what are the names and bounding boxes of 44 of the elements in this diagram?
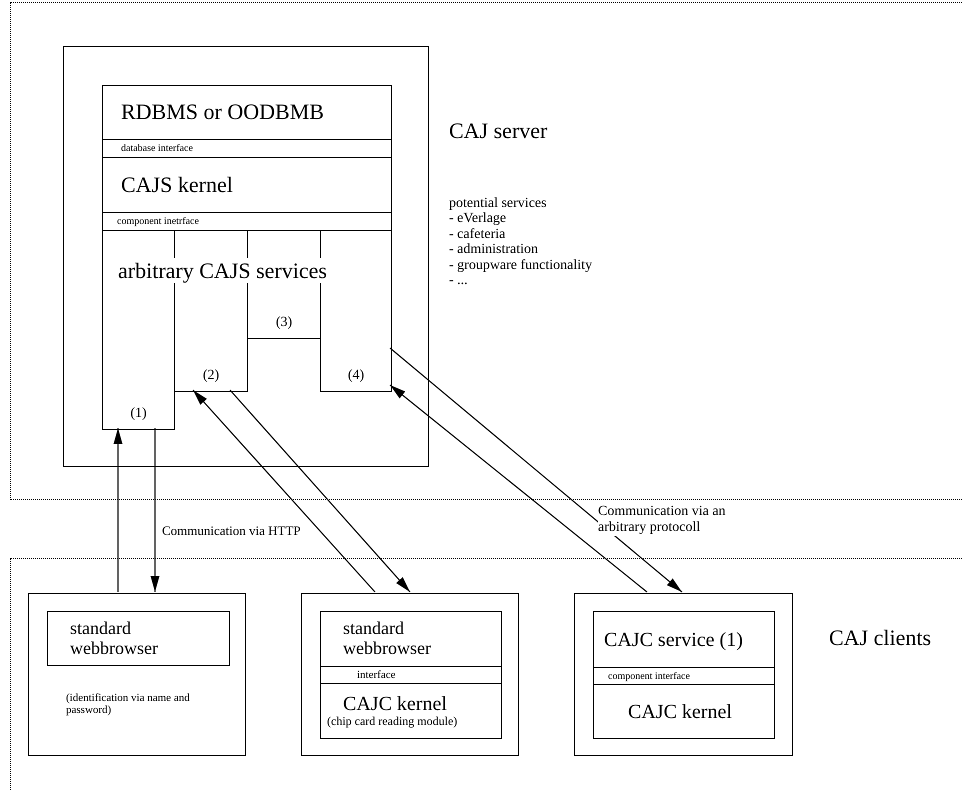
service-list: potential services - eVerlage - cafeteria - administration - groupware functionality - ... [449,196,669,288]
component-box [593,684,775,739]
zone-title: CAJ clients [829,626,932,650]
component-number: (2) [202,368,220,383]
component-box [102,139,392,158]
component-box [593,611,775,668]
box-label: CAJC service (1) [603,628,744,650]
arrow [390,384,648,592]
arrow [150,428,160,592]
box-label: RDBMS or OODBMB [120,100,325,125]
box-label: CAJC kernel [627,700,733,722]
box-label: interface [356,668,396,682]
component-box [301,593,519,756]
box-label: (chip card reading module) [326,715,458,729]
box-label: standard webbrowser [342,619,432,659]
component-box [102,85,392,140]
box-label: CAJC kernel [342,693,448,716]
component-box [574,593,793,756]
component-box [320,666,502,684]
component-box [47,611,230,666]
component-box [63,46,429,467]
component-box [28,593,246,756]
component-box [320,611,502,667]
box-label: component inetrface [116,216,200,227]
arrow [390,348,682,592]
arrow [114,428,122,592]
box-label: component interface [607,670,691,682]
box-label: database interface [120,143,194,154]
server-zone [10,2,962,500]
component-number: (4) [346,368,366,383]
box-label: standard webbrowser [69,618,159,658]
component-box [102,212,392,231]
zone-title: CAJ server [449,119,548,144]
box-label: CAJS kernel [120,172,234,198]
arrow [230,390,410,592]
component-number: (3) [274,314,294,330]
component-number: (1) [129,406,148,421]
arrow [192,390,376,592]
component-box [102,157,392,213]
services-heading: arbitrary CAJS services [118,258,327,284]
note-text: (identification via name and password) [66,692,191,716]
component-box [320,683,502,739]
client-zone [10,558,962,791]
component-box [593,667,775,685]
